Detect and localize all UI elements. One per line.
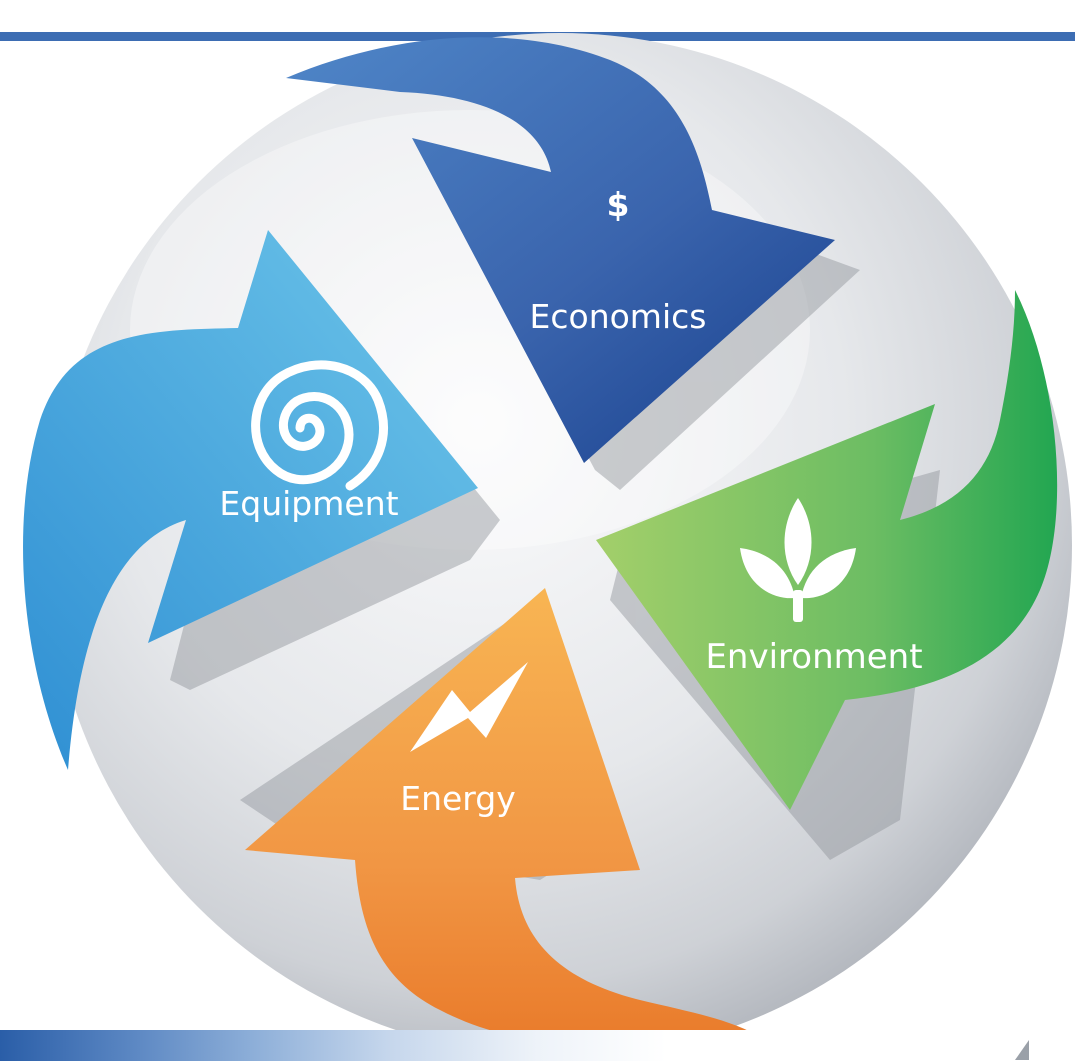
energy-label: Energy xyxy=(400,779,516,818)
economics-label: Economics xyxy=(530,297,707,336)
environment-segment: Environment xyxy=(596,290,1058,810)
economics-arrow xyxy=(286,37,835,463)
environment-label: Environment xyxy=(705,637,922,677)
lightning-icon xyxy=(410,662,528,752)
environment-arrow xyxy=(596,290,1058,810)
economics-segment: $ Economics xyxy=(286,37,835,463)
equipment-arrow xyxy=(23,230,479,770)
spiral-icon xyxy=(251,360,388,491)
leaf-icon xyxy=(740,498,856,622)
energy-segment: Energy xyxy=(245,588,765,1050)
equipment-label: Equipment xyxy=(219,484,398,523)
corner-mark xyxy=(1015,1040,1029,1060)
dollar-icon: $ xyxy=(607,185,630,224)
energy-arrow xyxy=(245,588,765,1050)
equipment-segment: Equipment xyxy=(23,230,479,770)
bottom-band xyxy=(0,1030,1075,1061)
